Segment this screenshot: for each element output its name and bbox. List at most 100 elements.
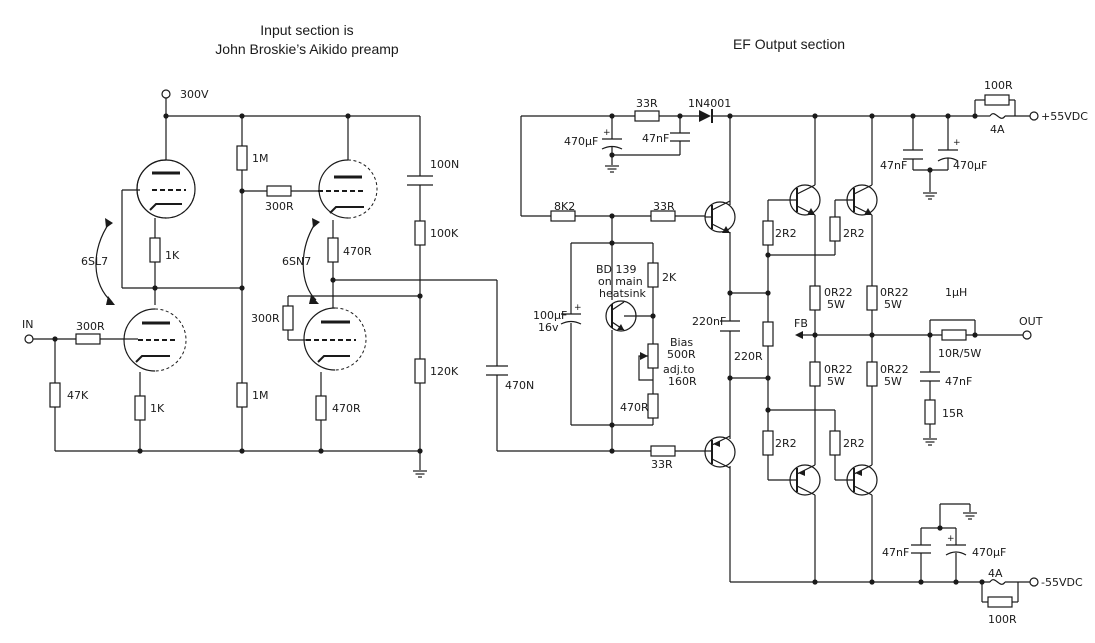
label-c-supply: 100N [430,158,459,171]
label-c-couple: 470N [505,379,534,392]
label-c-470u-top: 470µF [564,135,598,148]
transistor-bd139-vbe [605,300,637,332]
resistor-300r-grid3 [282,305,294,331]
label-r-8k2: 8K2 [554,200,575,213]
resistor-0r22-d [866,361,878,387]
label-r-33-bot: 33R [651,458,673,471]
resistor-8k2 [550,210,576,222]
label-bias-1: Bias [670,336,693,349]
resistor-2k [647,262,659,288]
label-r-grid: 47K [67,389,89,402]
transistor-output-upper-1 [789,184,821,216]
resistor-220r [762,321,774,347]
label-r-k-upper2: 470R [343,245,372,258]
tube-6sl7-upper [136,159,196,219]
resistor-0r22-b [866,285,878,311]
label-r-bias-top: 100K [430,227,459,240]
resistor-1m-top [236,145,248,171]
feedback-arrow [795,331,803,339]
svg-text:+: + [947,534,955,544]
label-in: IN [22,318,33,331]
input-heading-line2: John Broskie’s Aikido preamp [215,41,399,57]
label-r-15r: 15R [942,407,964,420]
label-vbe-1: BD 139 [596,263,637,276]
label-c-470u-neg: 470µF [972,546,1006,559]
resistor-470r-upper [327,237,339,263]
resistor-300r-input [75,333,101,345]
tube-6sn7-lower [303,307,367,371]
tube-pair-arrow-6sl7 [95,221,113,303]
label-vbe-2: on main [598,275,643,288]
label-r-220: 220R [734,350,763,363]
tube-6sn7-upper [318,159,378,219]
resistor-1k-upper [149,237,161,263]
label-r-0r22-a: 0R22 [824,286,853,299]
input-section-wiring [24,89,651,478]
label-6sn7: 6SN7 [282,255,311,268]
label-w-0r22-d: 5W [884,375,902,388]
tube-pair-arrow-6sn7 [302,221,317,301]
negative-supply-terminal [1029,577,1039,587]
resistor-0r22-a [809,285,821,311]
label-r-0r22-b: 0R22 [880,286,909,299]
supply-terminal [161,89,171,99]
resistor-0r22-c [809,361,821,387]
label-r-k-upper1: 1K [165,249,180,262]
label-r-div-top: 1M [252,152,269,165]
transistor-output-upper-2 [846,184,878,216]
label-c-47n-top: 47nF [642,132,669,145]
output-labels: 33R 1N4001 470µF 47nF 8K2 33R BD 139 on … [533,79,1088,626]
resistor-100r-top [984,94,1010,106]
transistor-output-lower-1 [789,464,821,496]
label-fuse-bot: 4A [988,567,1003,580]
label-c-47n-zobel: 47nF [945,375,972,388]
label-inductor: 1µH [945,286,967,299]
label-r-100r-top: 100R [984,79,1013,92]
label-c-100u: 100µF [533,309,567,322]
tube-6sl7-lower [123,308,187,372]
label-r-0r22-c: 0R22 [824,363,853,376]
label-vneg: -55VDC [1041,576,1083,589]
input-terminal [24,334,34,344]
label-supply: 300V [180,88,209,101]
label-r-2r2-c: 2R2 [775,437,797,450]
label-w-0r22-a: 5W [827,298,845,311]
input-heading-line1: Input section is [260,22,353,38]
label-c-470u-pos: 470µF [953,159,987,172]
label-bias-4: 160R [668,375,697,388]
label-c-220n: 220nF [692,315,726,328]
resistor-2r2-a [762,220,774,246]
label-r-2r2-a: 2R2 [775,227,797,240]
label-out: OUT [1019,315,1043,328]
output-junctions [609,113,985,585]
resistor-100r-bottom [987,596,1013,608]
label-w-0r22-b: 5W [884,298,902,311]
resistor-33r-top [634,110,660,122]
diode-1n4001 [699,110,711,122]
label-r-grid3: 300R [251,312,280,325]
resistor-2r2-b [829,216,841,242]
label-vpos: +55VDC [1041,110,1088,123]
label-r-k-lower2: 470R [332,402,361,415]
label-r-100r-bot: 100R [988,613,1017,626]
label-w-0r22-c: 5W [827,375,845,388]
svg-text:+: + [953,138,961,148]
resistor-2r2-d [829,430,841,456]
label-r-div-bot: 1M [252,389,269,402]
input-resistors [49,145,508,421]
label-c-47n-pos: 47nF [880,159,907,172]
output-heading: EF Output section [733,36,845,52]
input-junctions [52,113,423,454]
fuse-bottom [989,579,1006,585]
label-r-in: 300R [76,320,105,333]
resistor-470r-bias [647,393,659,419]
svg-text:+: + [574,303,582,313]
resistor-10r-5w [941,329,967,341]
label-r-k-lower1: 1K [150,402,165,415]
label-bias-3: adj.to [663,363,695,376]
label-r-33-drv: 33R [653,200,675,213]
input-labels: 300V 6SL7 6SN7 IN 300R 47K 1K 1K 1M 1M 3… [22,88,534,415]
label-r-10r: 10R/5W [938,347,981,360]
label-r-grid2: 300R [265,200,294,213]
resistor-120k [414,358,426,384]
